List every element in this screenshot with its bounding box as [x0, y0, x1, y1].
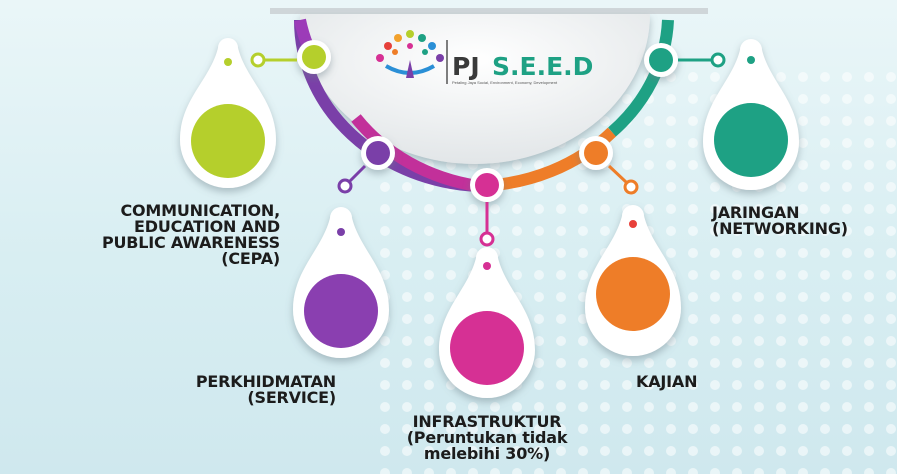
arc-node-kajian — [579, 136, 639, 195]
label-cepa: COMMUNICATION, EDUCATION AND PUBLIC AWAR… — [101, 201, 280, 268]
arc-node-service — [337, 136, 395, 194]
logo-name: S.E.E.D — [492, 52, 594, 81]
logo-prefix: PJ — [452, 52, 480, 81]
arc-node-infra — [470, 168, 504, 247]
pin-kajian — [585, 205, 681, 356]
label-service: PERKHIDMATAN (SERVICE) — [195, 372, 336, 407]
pin-jaringan — [703, 39, 799, 190]
center-bowl — [300, 14, 650, 164]
arc-magenta — [351, 114, 479, 192]
logo-tagline: Petaling Jaya Social, Environment, Econo… — [452, 80, 558, 85]
label-jaringan: JARINGAN (NETWORKING) — [712, 203, 848, 238]
label-kajian: KAJIAN — [636, 372, 698, 391]
pin-infra — [439, 247, 535, 398]
pin-cepa — [180, 38, 276, 188]
arc-node-jaringan — [644, 43, 726, 77]
logo-tree-icon — [376, 30, 448, 84]
arc-node-cepa — [250, 40, 331, 74]
top-bar — [270, 8, 708, 14]
pin-service — [293, 207, 389, 358]
label-infra: INFRASTRUKTUR (Peruntukan tidak melebihi… — [406, 412, 568, 463]
arc-right — [608, 19, 674, 137]
